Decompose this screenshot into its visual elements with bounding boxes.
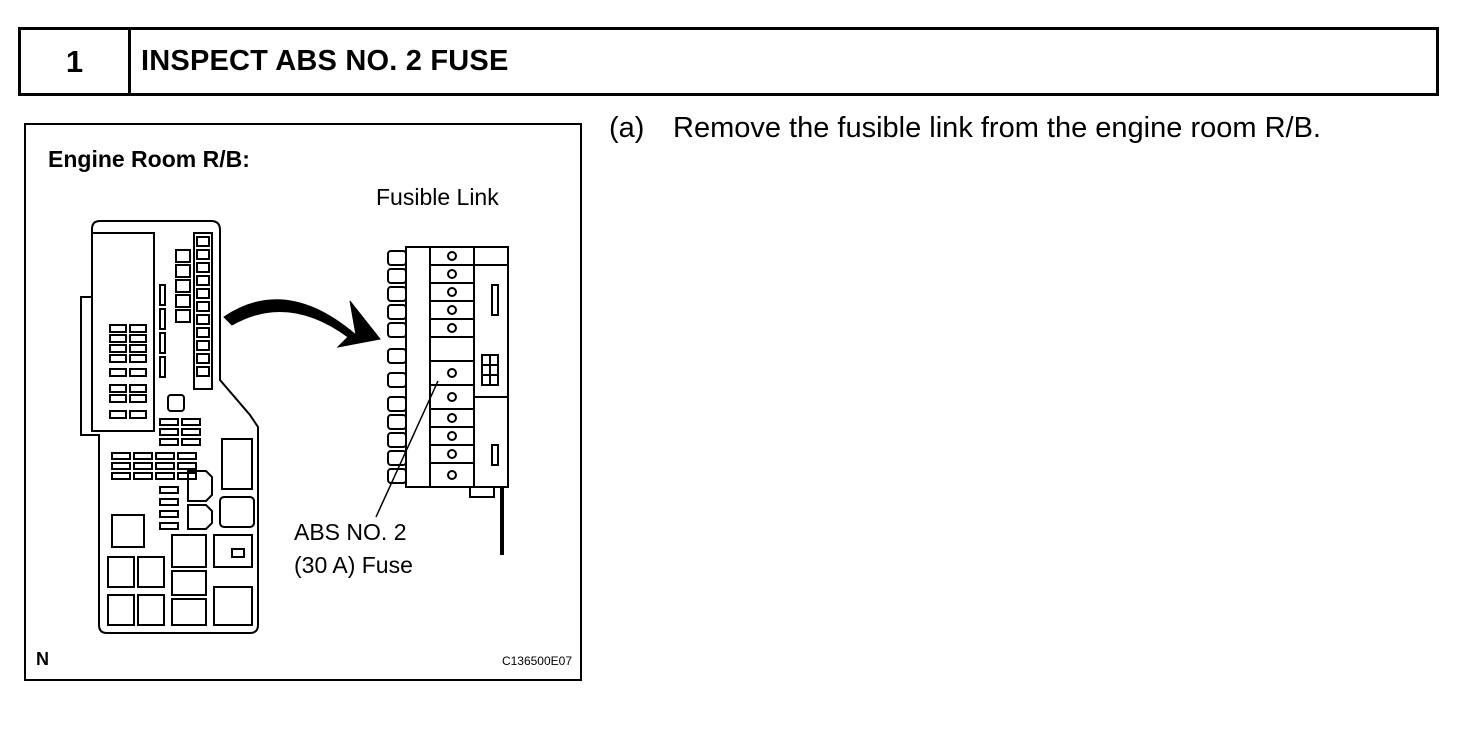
figure-heading: Engine Room R/B:	[48, 146, 250, 172]
figure-code: C136500E07	[502, 654, 572, 668]
step-number: 1	[21, 30, 131, 93]
fuse-label-line1: ABS NO. 2	[294, 519, 406, 545]
instruction-marker: (a)	[609, 112, 645, 144]
instruction-text: Remove the fusible link from the engine …	[673, 112, 1321, 144]
fusible-link-label: Fusible Link	[376, 184, 499, 210]
fusible-link-drawing	[375, 246, 509, 555]
instruction-item: (a) Remove the fusible link from the eng…	[609, 112, 1321, 145]
relay-block-drawing	[80, 220, 259, 634]
step-title: INSPECT ABS NO. 2 FUSE	[141, 45, 509, 77]
orientation-mark: N	[36, 649, 49, 669]
figure-illustration: Engine Room R/B: Fusible Link	[24, 123, 582, 681]
removal-arrow	[223, 299, 381, 348]
step-header: 1 INSPECT ABS NO. 2 FUSE	[18, 27, 1439, 96]
fuse-label-line2: (30 A) Fuse	[294, 552, 413, 578]
